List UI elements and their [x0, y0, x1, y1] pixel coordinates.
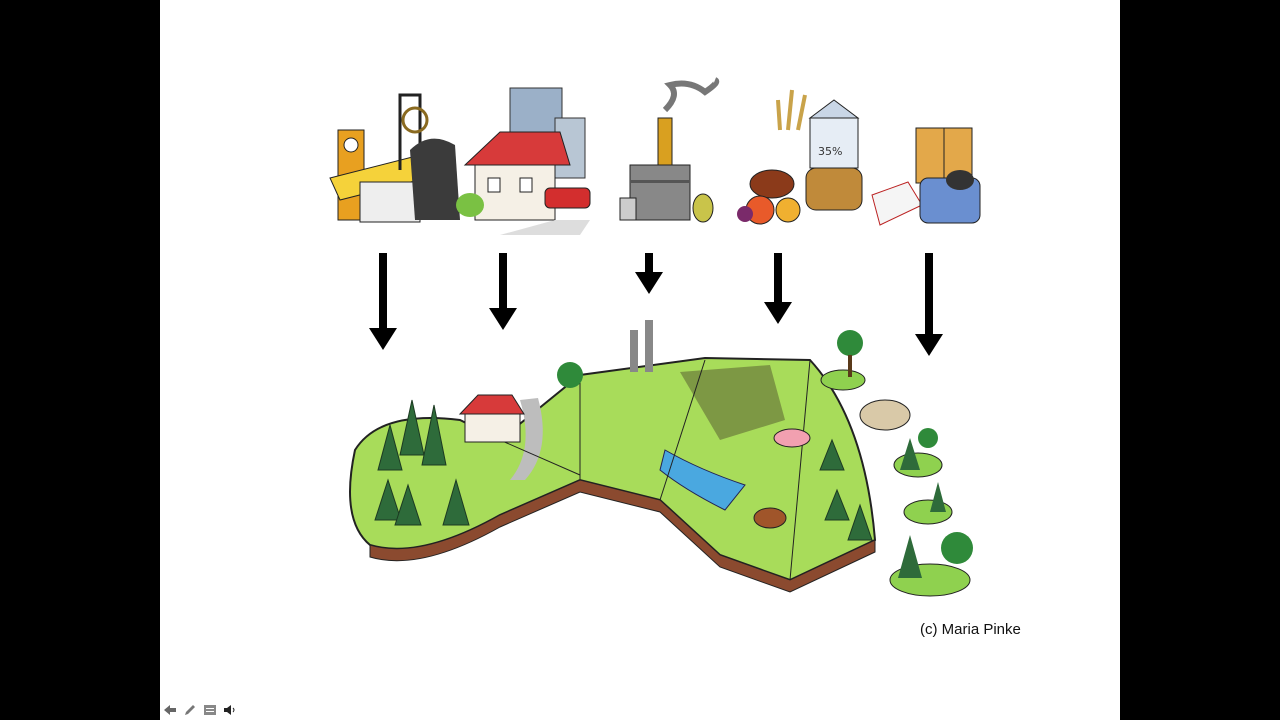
house-icon	[456, 87, 591, 235]
slide-menu-button[interactable]	[202, 702, 218, 718]
copyright-credit: (c) Maria Pinke	[920, 621, 1021, 638]
player-controls	[162, 701, 238, 719]
audio-button[interactable]	[222, 702, 238, 718]
arrow-down-icon	[635, 253, 663, 294]
factory-icon	[619, 77, 720, 223]
arrow-down-icon	[764, 253, 792, 324]
pen-tool-button[interactable]	[182, 702, 198, 718]
speaker-icon	[224, 705, 235, 715]
illustration: 35%	[329, 77, 981, 597]
ecological-footprint-land-icon	[349, 320, 877, 593]
arrow-down-icon	[915, 253, 943, 356]
gas-station-icon	[329, 93, 460, 223]
goods-icon	[871, 127, 981, 226]
slide: 35%	[160, 0, 1120, 720]
food-icon: 35%	[737, 89, 863, 225]
previous-slide-button[interactable]	[162, 702, 178, 718]
arrow-down-icon	[369, 253, 397, 350]
menu-icon	[204, 705, 216, 715]
footprint-toe-icon	[820, 330, 973, 597]
pencil-icon	[185, 705, 195, 715]
svg-text:35%: 35%	[818, 145, 842, 158]
arrow-down-icon	[489, 253, 517, 330]
arrow-left-icon	[164, 705, 176, 715]
